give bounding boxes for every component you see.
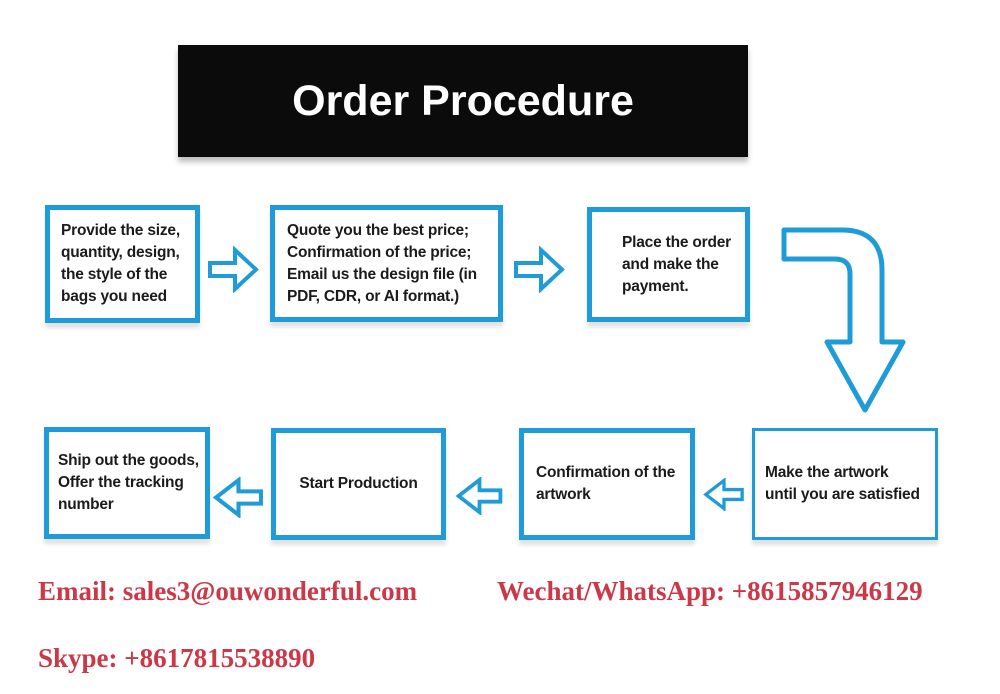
flow-step-production-text: Start Production [299, 475, 418, 492]
contact-skype: Skype: +8617815538890 [38, 643, 316, 673]
flow-step-start-production: Start Production [271, 428, 446, 540]
title-banner: Order Procedure [178, 45, 748, 157]
arrow-left-icon [213, 477, 264, 518]
flow-step-confirm-artwork: Confirmation of the artwork [519, 428, 695, 540]
page-title: Order Procedure [292, 76, 634, 125]
arrow-right-icon [207, 246, 259, 293]
flow-step-confirm-text: Confirmation of the artwork [536, 464, 676, 503]
flow-step-ship-text: Ship out the goods, Offer the tracking n… [58, 452, 199, 513]
contact-wechat-whatsapp: Wechat/WhatsApp: +8615857946129 [497, 576, 923, 606]
flow-step-provide-text: Provide the size, quantity, design, the … [61, 222, 180, 305]
arrow-right-icon [513, 246, 565, 293]
arrow-left-icon [455, 477, 504, 515]
elbow-down-arrow-icon [780, 226, 908, 414]
arrow-left-icon [700, 478, 748, 511]
flow-step-ship-goods: Ship out the goods, Offer the tracking n… [44, 427, 210, 539]
flow-step-place-order: Place the order and make the payment. [587, 207, 750, 322]
flow-step-make-artwork: Make the artwork until you are satisfied [752, 428, 938, 540]
flow-step-quote-price: Quote you the best price; Confirmation o… [270, 205, 503, 322]
flow-step-quote-text: Quote you the best price; Confirmation o… [287, 221, 477, 305]
flow-step-provide-details: Provide the size, quantity, design, the … [45, 205, 200, 323]
flow-step-order-text: Place the order and make the payment. [622, 233, 731, 295]
contact-email: Email: sales3@ouwonderful.com [38, 576, 418, 606]
flow-step-artwork-text: Make the artwork until you are satisfied [765, 464, 920, 503]
